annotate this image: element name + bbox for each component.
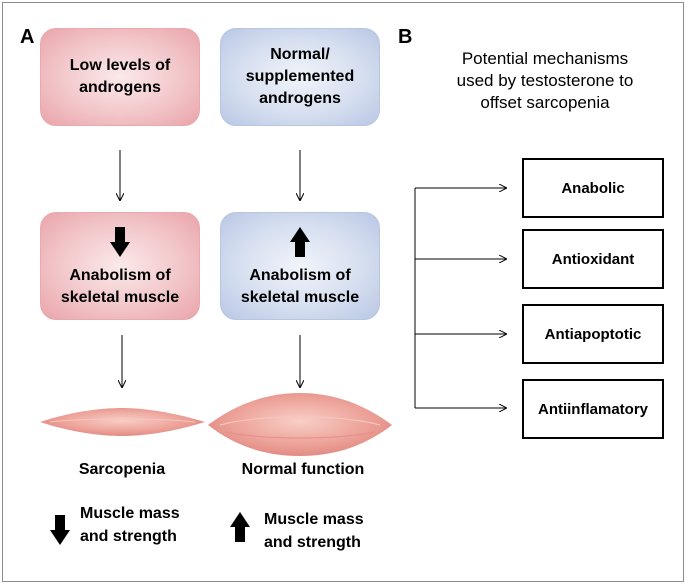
down-arrow-icon [50, 515, 70, 545]
up-arrow-icon [230, 512, 250, 542]
normal-androgens-box: Normal/ supplemented androgens [220, 28, 380, 126]
normal-anabolism-box: Anabolism of skeletal muscle [220, 212, 380, 320]
mechanism-label: Antiinflamatory [537, 400, 648, 418]
normal-androgens-text: Normal/ supplemented androgens [245, 46, 355, 107]
normal-anabolism-text: Anabolism of skeletal muscle [240, 267, 360, 306]
mechanisms-title: Potential mechanisms used by testosteron… [456, 49, 634, 112]
mechanism-box-antiinflamatory: Antiinflamatory [522, 379, 664, 439]
up-arrow-icon [290, 227, 310, 257]
thick-muscle-icon [208, 393, 392, 456]
normal-legend-text: Muscle mass and strength [264, 511, 364, 551]
mechanism-box-antioxidant: Antioxidant [522, 229, 664, 289]
low-anabolism-box: Anabolism of skeletal muscle [40, 212, 200, 320]
low-androgens-box: Low levels of androgens [40, 28, 200, 126]
low-androgens-text: Low levels of androgens [69, 57, 171, 96]
mechanism-label: Antioxidant [551, 250, 635, 268]
panel-a-label: A [20, 26, 35, 48]
low-anabolism-text: Anabolism of skeletal muscle [60, 267, 180, 306]
down-arrow-icon [110, 227, 130, 257]
panel-b-label: B [398, 26, 413, 48]
low-legend-text: Muscle mass and strength [80, 505, 180, 545]
normal-function-caption: Normal function [241, 461, 365, 478]
mechanism-box-antiapoptotic: Antiapoptotic [522, 304, 664, 364]
sarcopenia-caption: Sarcopenia [78, 461, 166, 478]
mechanism-box-anabolic: Anabolic [522, 158, 664, 218]
thin-muscle-icon [40, 408, 205, 436]
mechanism-label: Anabolic [561, 179, 625, 197]
mechanism-label: Antiapoptotic [544, 325, 642, 343]
